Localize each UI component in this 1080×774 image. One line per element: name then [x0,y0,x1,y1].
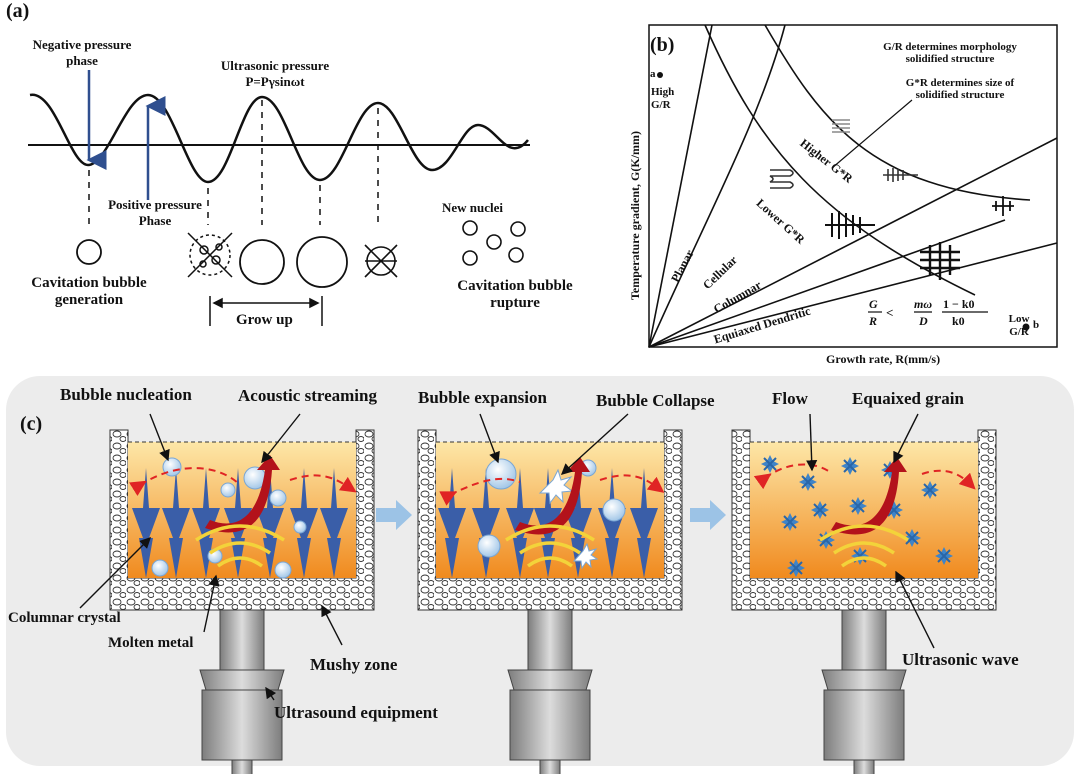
acoustic-streaming-arrow [205,455,280,533]
panel-b-label: (b) [650,34,675,56]
size-curve-2 [764,24,1031,201]
dendritic-boundary [648,242,1058,348]
flow-arrow [921,469,976,490]
bubble [269,489,287,507]
acoustic-streaming-arrow [831,457,907,535]
crucible-1 [109,429,375,774]
panel-a-graphic [28,70,530,326]
panel-a-label: (a) [6,0,30,22]
flow-arrow [289,474,357,493]
bubble [274,561,292,579]
grow-up-label: Grow up [236,312,293,328]
growing-bubble-2 [296,236,348,288]
growing-bubble-1 [239,239,285,285]
bubble-expansion-label: Bubble expansion [418,388,547,407]
gxr-pointer [831,99,913,169]
flow-arrow [128,467,241,497]
cellular-boundary [648,24,786,348]
mushy-zone-label: Mushy zone [310,655,398,674]
point-b-dot [1022,323,1030,331]
acoustic-streaming-arrow [515,457,590,535]
bubble-collapse-label: Bubble Collapse [596,391,715,410]
equiaxed-grain-label: Equaixed grain [852,389,964,408]
bubble [602,498,626,522]
collapsed-bubble [187,232,233,278]
flow-arrow [753,463,831,490]
process-arrow-1 [376,500,412,530]
boundary-curves [648,24,1058,348]
ultrasonic-waves [195,524,285,568]
ultrasonic-waves [819,524,909,568]
planar-boundary [648,24,713,348]
bubble [220,482,236,498]
columnar-structure-icon [883,168,918,182]
bubble [477,534,501,558]
point-b-label: b [1033,319,1040,331]
collapse-burst [572,542,599,570]
panel-c-graphic [6,376,1074,774]
x-axis-title: Growth rate, R(mm/s) [826,352,941,366]
flow-label: Flow [772,389,808,408]
rupture-bubble [364,244,398,278]
plot-frame [648,24,1058,348]
point-a-dot [657,72,663,78]
size-curve-1 [704,24,976,296]
new-nuclei-label: New nuclei [442,200,504,215]
crucible-2 [417,429,683,774]
ultrasound-equipment-label: Ultrasound equipment [274,703,438,722]
expanded-bubble [485,458,517,490]
y-axis-title: Temperature gradient, G(K/mm) [628,131,642,300]
flow-arrow [439,477,521,506]
crucible-3 [731,429,997,774]
collapse-burst [538,468,574,505]
small-bubble [76,239,102,265]
leader-lines [79,413,935,701]
dendrite-structure-icon [825,211,875,239]
new-nuclei-bubbles [462,220,526,266]
equiaxed-large-icon [920,242,960,280]
sine-wave [29,93,529,184]
ultrasonic-waves [505,524,595,568]
columnar-boundary [648,137,1058,348]
panel-c-label: (c) [20,413,43,435]
equiaxed-boundary [648,219,1006,348]
process-arrow-2 [690,500,726,530]
point-a-label: a [650,68,656,80]
planar-structure-icon [832,119,850,133]
cellular-structure-icon [769,169,794,189]
ultrasonic-wave-label: Ultrasonic wave [902,650,1019,669]
phase-guides [88,100,379,225]
molten-metal-label: Molten metal [108,635,194,651]
equiaxed-small-icon [992,196,1014,216]
acoustic-streaming-label: Acoustic streaming [238,386,377,405]
columnar-crystal-label: Columnar crystal [8,610,121,626]
bubble [151,559,169,577]
bubble-nucleation-label: Bubble nucleation [60,385,192,404]
grow-up-bracket [209,296,323,326]
panel-b-graphic [648,24,1058,348]
bubble [293,520,307,534]
